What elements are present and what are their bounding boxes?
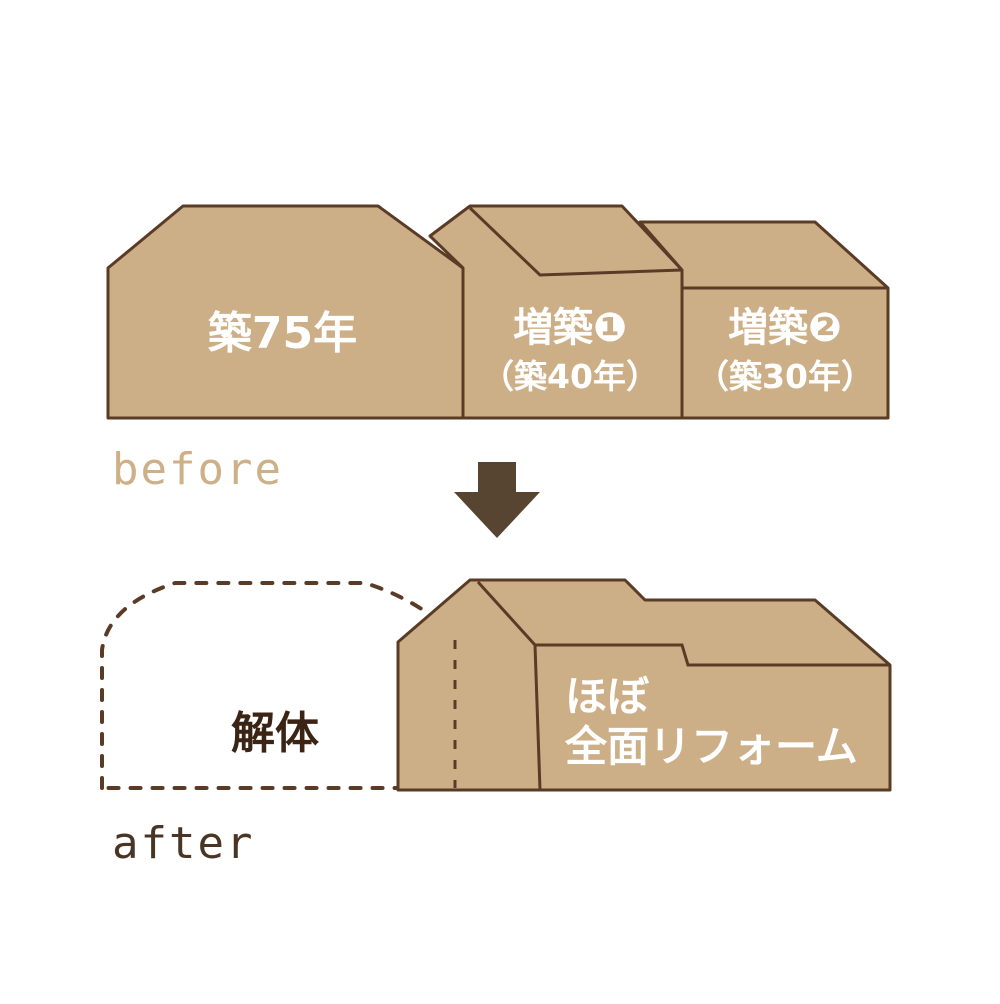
arrow-down-icon <box>454 462 540 538</box>
reformed-house-roof-line <box>476 580 890 667</box>
addition-1-title: 増築❶ <box>513 305 627 351</box>
addition-2-title: 増築❷ <box>728 305 842 351</box>
addition-1-age: （築40年） <box>481 357 659 396</box>
reform-label-line2: 全面リフォーム <box>565 722 858 771</box>
reformed-house-shape <box>396 578 892 792</box>
main-house-age-label: 築75年 <box>207 308 358 359</box>
reformed-house-wall-line <box>533 644 542 791</box>
demolished-label: 解体 <box>231 708 319 759</box>
addition-2-age: （築30年） <box>696 357 874 396</box>
before-label: before <box>112 444 283 495</box>
addition-2-shape <box>638 220 890 420</box>
reform-label-line1: ほぼ <box>565 672 650 721</box>
demolished-outline <box>100 581 462 790</box>
addition-1-roof-line <box>468 206 683 277</box>
after-label: after <box>112 818 255 869</box>
